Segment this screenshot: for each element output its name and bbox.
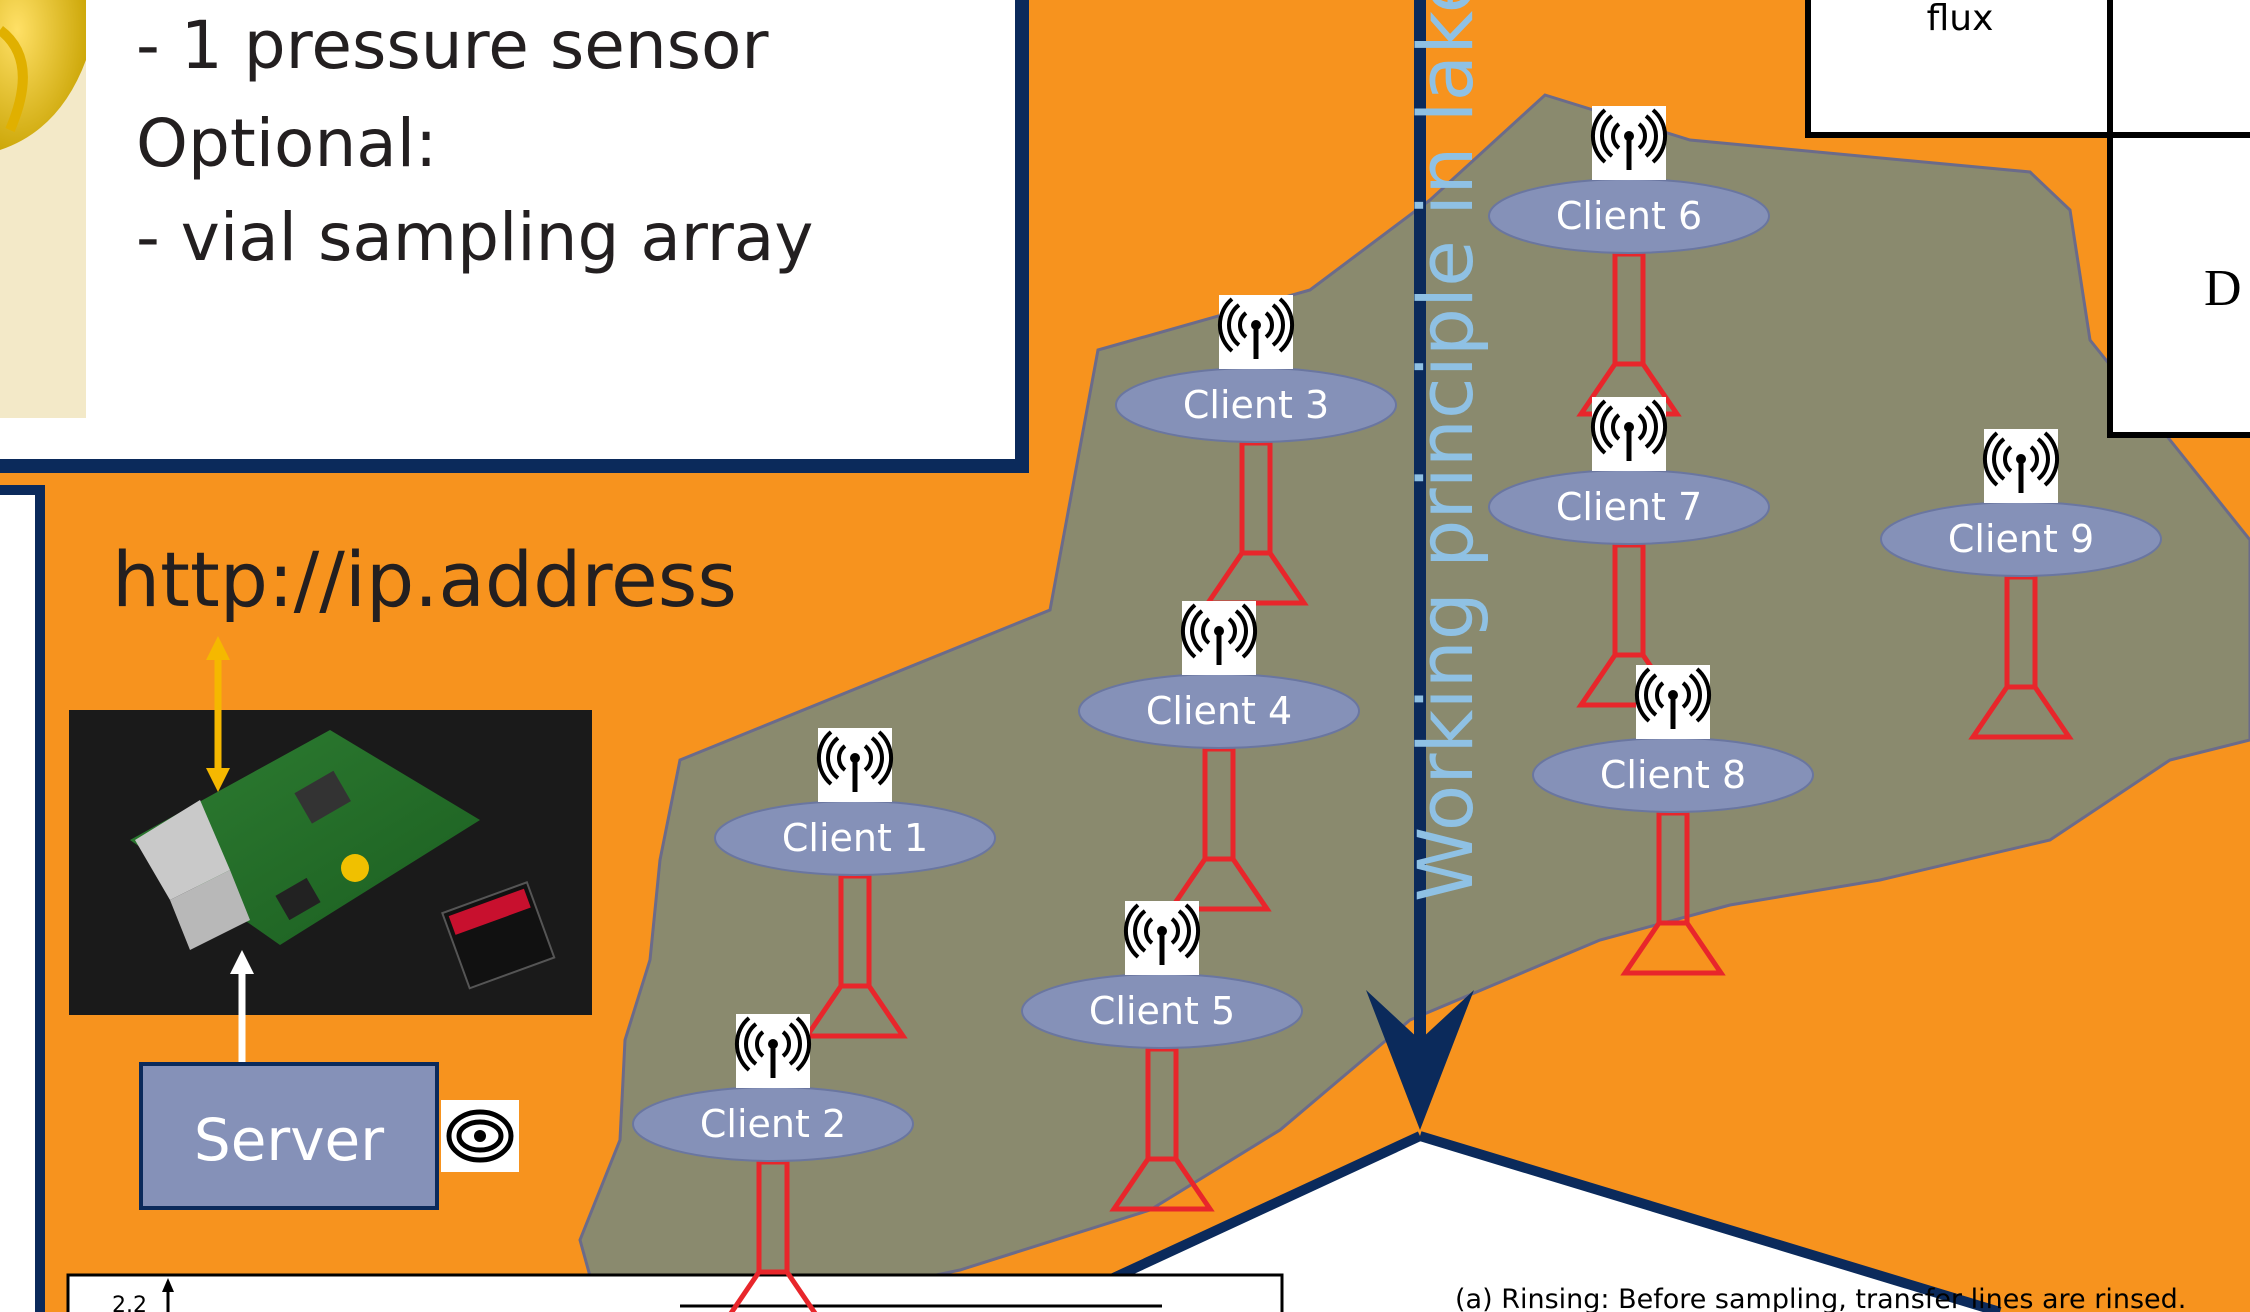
client-label: Client 4 bbox=[1146, 689, 1292, 733]
broadcast-antenna-icon bbox=[1984, 429, 2058, 503]
client-label: Client 1 bbox=[782, 816, 928, 860]
optional-label: Optional: bbox=[136, 105, 437, 182]
broadcast-antenna-icon bbox=[1125, 901, 1199, 975]
bullet-vial-sampling: - vial sampling array bbox=[136, 199, 813, 276]
client-label: Client 7 bbox=[1556, 485, 1702, 529]
client-node: Client 6 bbox=[1488, 106, 1770, 414]
working-principle-arrow bbox=[1366, 0, 1474, 1130]
sensor-panel: - 1 pressure sensor Optional: - vial sam… bbox=[0, 0, 1029, 473]
clients-layer: Client 1 Client 2 Client 3 Client 4 Client 5… bbox=[632, 106, 2162, 1312]
working-principle-title: Working principle in lakes bbox=[1401, 0, 1490, 902]
server-label: Server bbox=[194, 1106, 384, 1174]
client-label: Client 6 bbox=[1556, 194, 1702, 238]
server-url: http://ip.address bbox=[112, 535, 737, 624]
client-label: Client 2 bbox=[700, 1102, 846, 1146]
server-panel-frame bbox=[0, 485, 45, 1312]
broadcast-antenna-icon bbox=[1636, 665, 1710, 739]
broadcast-antenna-icon bbox=[1592, 397, 1666, 471]
plot-fragment: 2.2 bbox=[66, 1273, 1284, 1312]
client-node: Client 9 bbox=[1880, 429, 2162, 737]
client-node: Client 5 bbox=[1021, 901, 1303, 1209]
axis-tick-label: 2.2 bbox=[112, 1293, 147, 1312]
url-link-arrow bbox=[206, 636, 230, 792]
client-node: Client 1 bbox=[714, 728, 996, 1036]
bullet-pressure-sensor: - 1 pressure sensor bbox=[136, 7, 769, 84]
wireless-signal-icon bbox=[441, 1100, 519, 1172]
rinsing-caption: (a) Rinsing: Before sampling, transfer l… bbox=[1455, 1284, 2186, 1312]
client-label: Client 5 bbox=[1089, 989, 1235, 1033]
broadcast-antenna-icon bbox=[1592, 106, 1666, 180]
broadcast-antenna-icon bbox=[818, 728, 892, 802]
client-node: Client 8 bbox=[1532, 665, 1814, 973]
table-cell-flux: flux bbox=[1927, 0, 1994, 39]
client-node: Client 2 bbox=[632, 1014, 914, 1312]
raspberry-pi-photo bbox=[69, 710, 592, 1015]
client-label: Client 3 bbox=[1183, 383, 1329, 427]
client-label: Client 8 bbox=[1600, 753, 1746, 797]
broadcast-antenna-icon bbox=[1182, 601, 1256, 675]
table-cell-d: D bbox=[2204, 260, 2242, 317]
client-node: Client 4 bbox=[1078, 601, 1360, 909]
server-box: Server bbox=[139, 1062, 439, 1210]
broadcast-antenna-icon bbox=[736, 1014, 810, 1088]
client-label: Client 9 bbox=[1948, 517, 2094, 561]
rinsing-panel: (a) Rinsing: Before sampling, transfer l… bbox=[1037, 1131, 2186, 1312]
client-node: Client 7 bbox=[1488, 397, 1770, 705]
client-node: Client 3 bbox=[1115, 295, 1397, 603]
fruit-photo bbox=[0, 0, 86, 418]
broadcast-antenna-icon bbox=[1219, 295, 1293, 369]
table-fragment: flux D bbox=[1805, 0, 2250, 438]
